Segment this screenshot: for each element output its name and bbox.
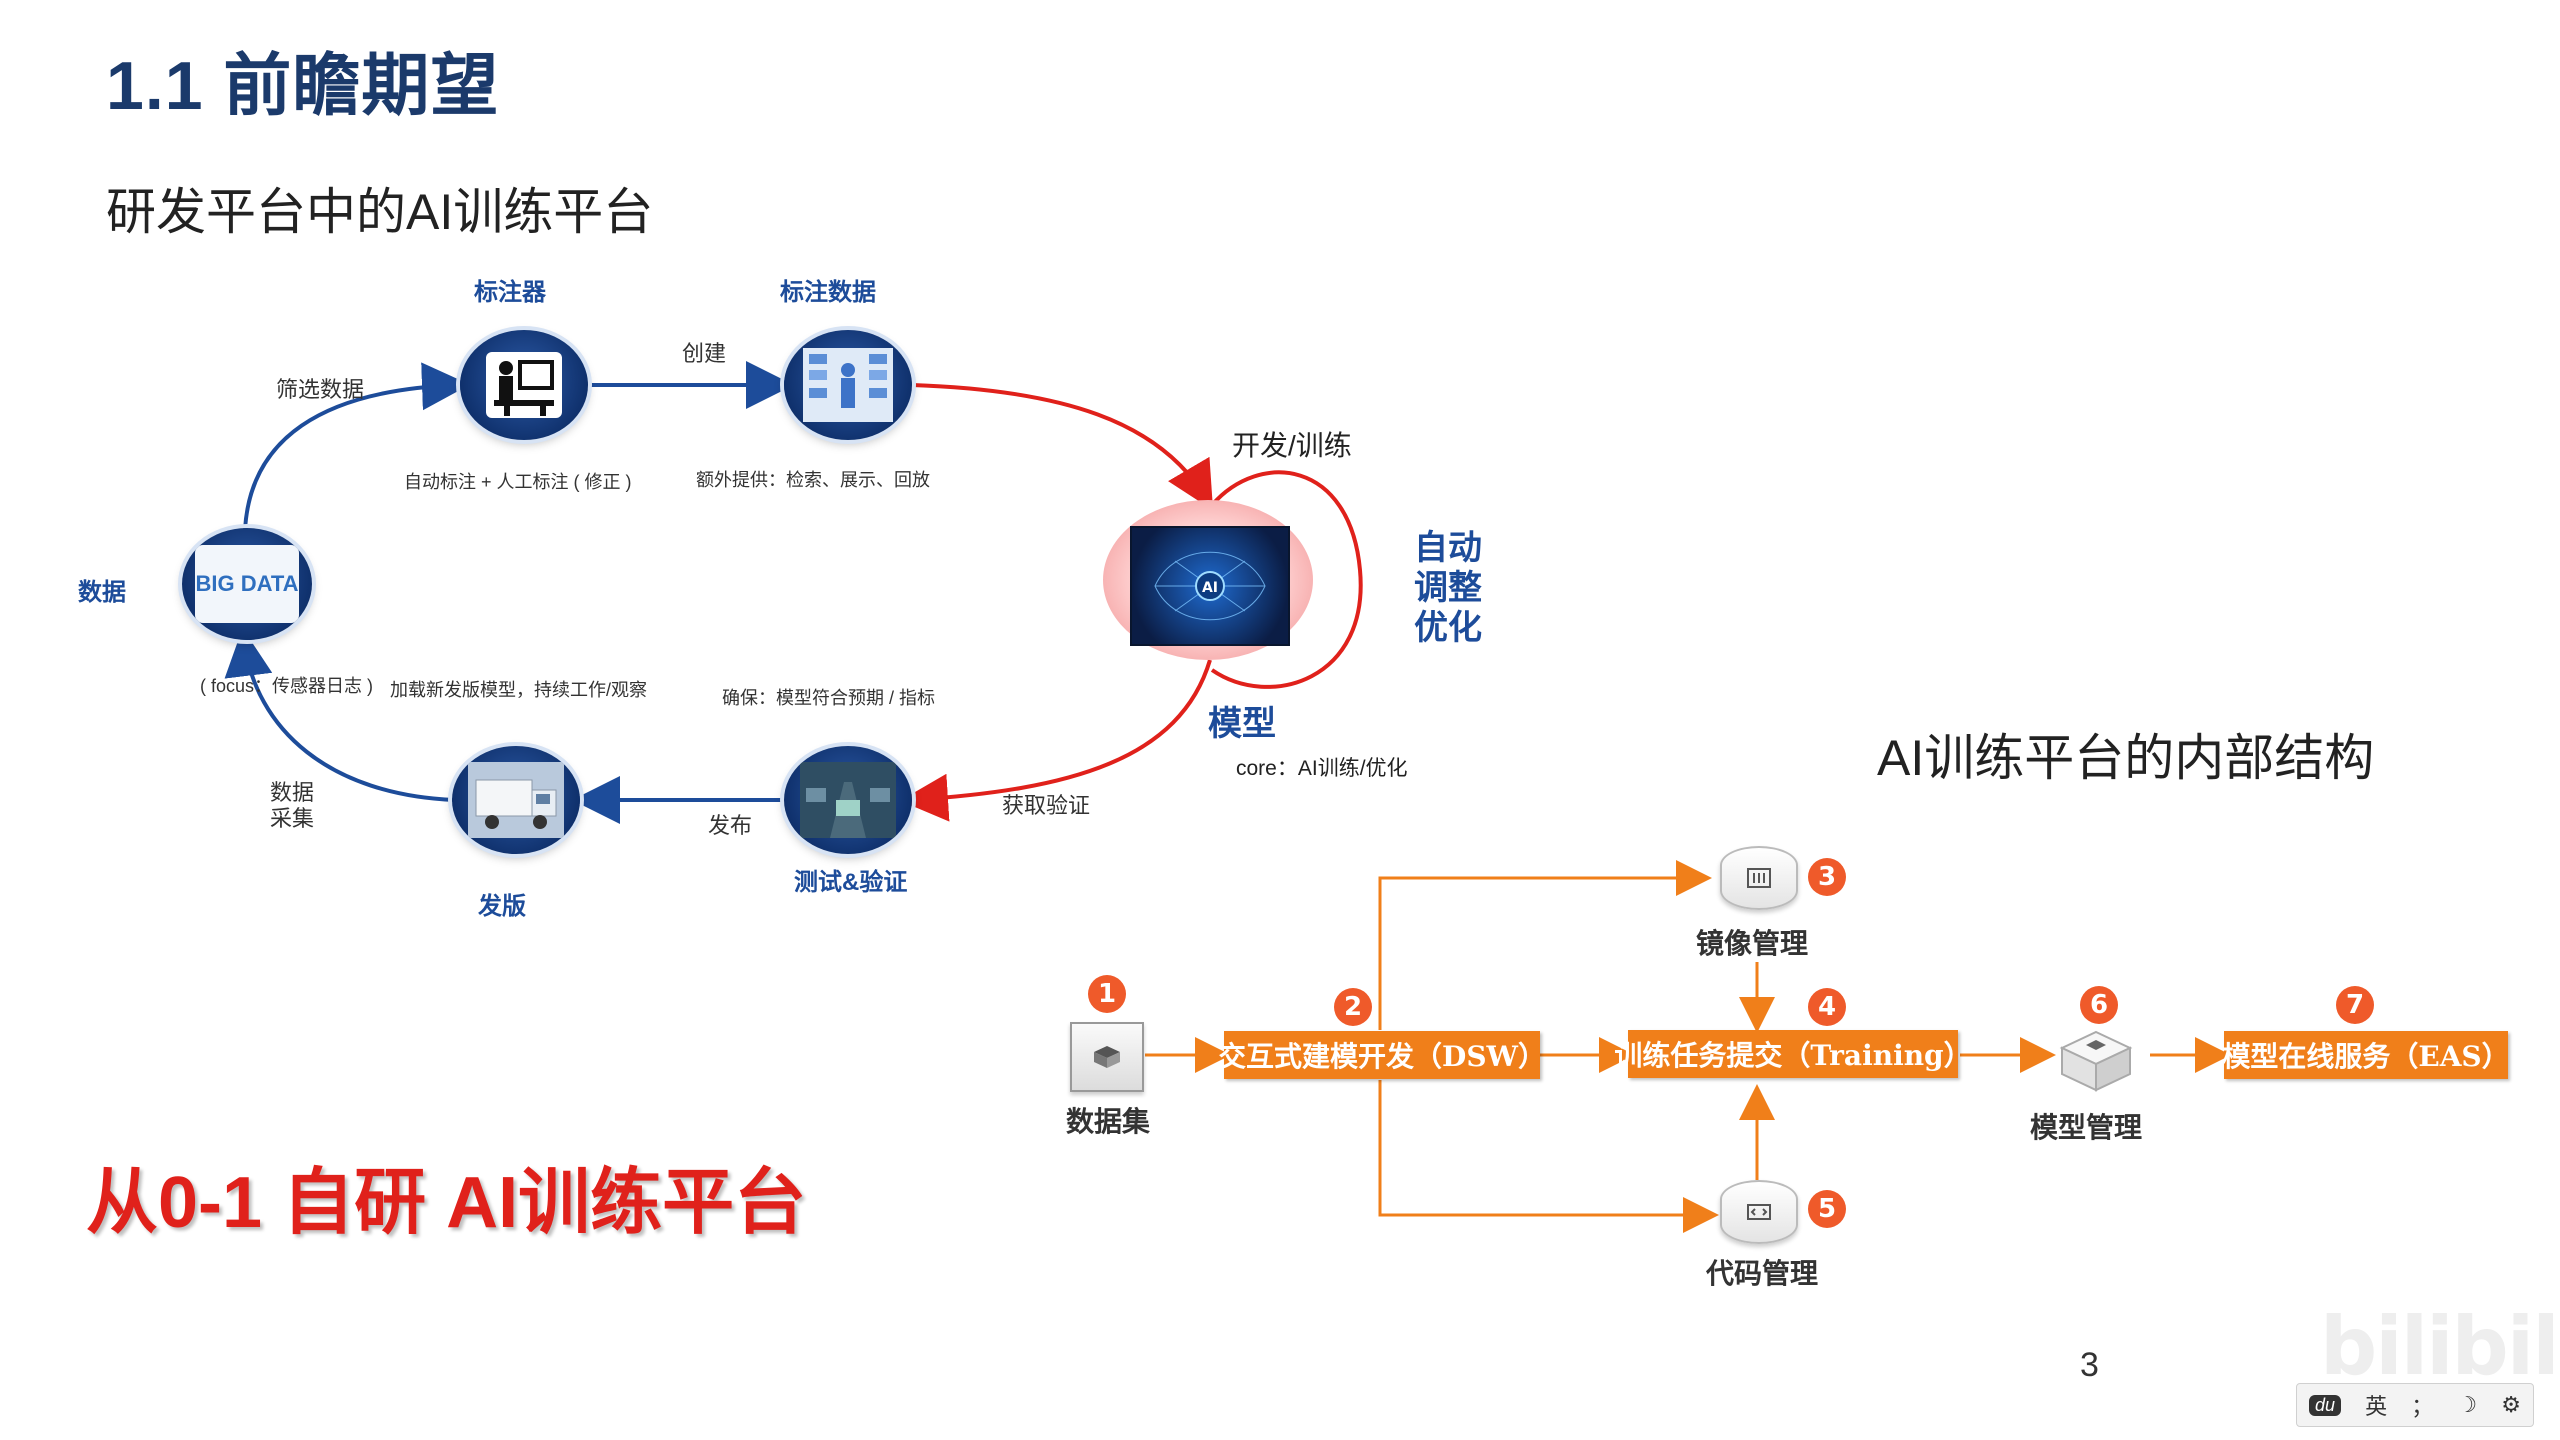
dataset-label: 数据集 (1066, 1105, 1151, 1138)
image-mgmt-label: 镜像管理 (1696, 927, 1809, 960)
arrow-data-to-annotator (243, 362, 470, 531)
dev-train-text: 开发/训练 (1232, 430, 1352, 461)
annotator-label: 标注器 (474, 279, 546, 306)
test-verify-label: 测试&验证 (794, 869, 908, 896)
ime-language-toggle[interactable]: 英 (2365, 1394, 2388, 1419)
code-mgmt-label: 代码管理 (1706, 1257, 1819, 1290)
auto-adjust-line-1: 自动 (1414, 529, 1482, 567)
code-mgmt-icon (1720, 1180, 1798, 1244)
auto-manual-annotation-text: 自动标注 + 人工标注 ( 修正 ) (404, 472, 632, 492)
road-test-icon (800, 762, 896, 838)
badge-5: 5 (1808, 1190, 1846, 1228)
ime-logo-icon[interactable]: du (2309, 1394, 2342, 1416)
truck-icon (468, 762, 564, 838)
create-text: 创建 (682, 341, 727, 366)
arrow-dsw-to-image (1378, 860, 1712, 1030)
get-verify-text: 获取验证 (1002, 793, 1091, 818)
arrow-self-loop (1210, 470, 1363, 689)
eas-box: 模型在线服务（EAS） (2222, 1031, 2510, 1079)
badge-1: 1 (1088, 975, 1126, 1013)
focus-text: ( focus：传感器日志 ) (200, 676, 374, 696)
arrow-annotated-to-model (911, 383, 1214, 511)
ime-settings-icon[interactable]: ⚙ (2501, 1392, 2521, 1417)
auto-adjust-line-3: 优化 (1414, 609, 1482, 647)
dsw-box: 交互式建模开发（DSW） (1218, 1031, 1546, 1079)
data-collect-line-2: 采集 (270, 806, 315, 831)
annotator-icon (486, 352, 562, 418)
badge-6: 6 (2080, 986, 2118, 1024)
training-box: 训练任务提交（Training） (1614, 1030, 1972, 1078)
filter-data-text: 筛选数据 (276, 377, 365, 402)
badge-3: 3 (1808, 858, 1846, 896)
release-node (452, 746, 580, 854)
bilibili-watermark: bilibili (2320, 1300, 2560, 1393)
ime-punctuation-toggle[interactable]: ； (2411, 1394, 2434, 1419)
model-cube-icon (2059, 1030, 2133, 1092)
cube-icon (1094, 1046, 1120, 1068)
annotated-data-icon (803, 348, 893, 422)
data-label: 数据 (78, 579, 126, 606)
core-text: core：AI训练/优化 (1236, 757, 1408, 780)
model-node: AI (1130, 526, 1290, 646)
data-collect-line-1: 数据 (270, 780, 315, 805)
model-label: 模型 (1208, 705, 1276, 743)
code-icon (1747, 1204, 1771, 1220)
model-mgmt-label: 模型管理 (2030, 1111, 2143, 1144)
arrow-release-to-data (224, 628, 456, 802)
dataset-box-icon (1070, 1022, 1144, 1092)
auto-adjust-text: 自动 调整 优化 (1414, 528, 1482, 648)
release-label: 发版 (478, 893, 526, 920)
slogan-text: 从0-1 自研 AI训练平台 (86, 1163, 807, 1243)
test-verify-node (784, 746, 912, 854)
arrow-dsw-to-code (1378, 1080, 1719, 1233)
ime-toolbar: du 英 ； ☽ ⚙ (2296, 1383, 2534, 1427)
ai-text: AI (1202, 580, 1218, 596)
structure-title: AI训练平台的内部结构 (1877, 730, 2375, 786)
extra-features-text: 额外提供：检索、展示、回放 (696, 470, 930, 490)
publish-text: 发布 (708, 813, 753, 838)
annotator-node (460, 330, 588, 440)
model-mgmt-icon (2058, 1028, 2134, 1094)
image-mgmt-icon (1720, 846, 1798, 910)
barcode-icon (1747, 868, 1771, 888)
badge-4: 4 (1808, 988, 1846, 1026)
page-number: 3 (2080, 1346, 2099, 1384)
slide-title: 1.1 前瞻期望 (106, 48, 500, 124)
data-node: BIG DATA (182, 528, 312, 640)
auto-adjust-line-2: 调整 (1414, 569, 1482, 607)
ensure-text: 确保：模型符合预期 / 指标 (722, 688, 936, 708)
ai-brain-icon: AI (1154, 551, 1266, 621)
arrow-model-to-test (900, 659, 1212, 822)
slide-subtitle: 研发平台中的AI训练平台 (106, 184, 654, 240)
load-model-text: 加载新发版模型，持续工作/观察 (390, 680, 647, 700)
annotated-data-label: 标注数据 (780, 279, 876, 306)
annotated-data-node (784, 330, 912, 440)
ime-moon-icon[interactable]: ☽ (2457, 1392, 2478, 1417)
data-collect-text: 数据 采集 (270, 780, 314, 832)
badge-7: 7 (2336, 986, 2374, 1024)
badge-2: 2 (1334, 988, 1372, 1026)
big-data-icon: BIG DATA (195, 544, 299, 624)
